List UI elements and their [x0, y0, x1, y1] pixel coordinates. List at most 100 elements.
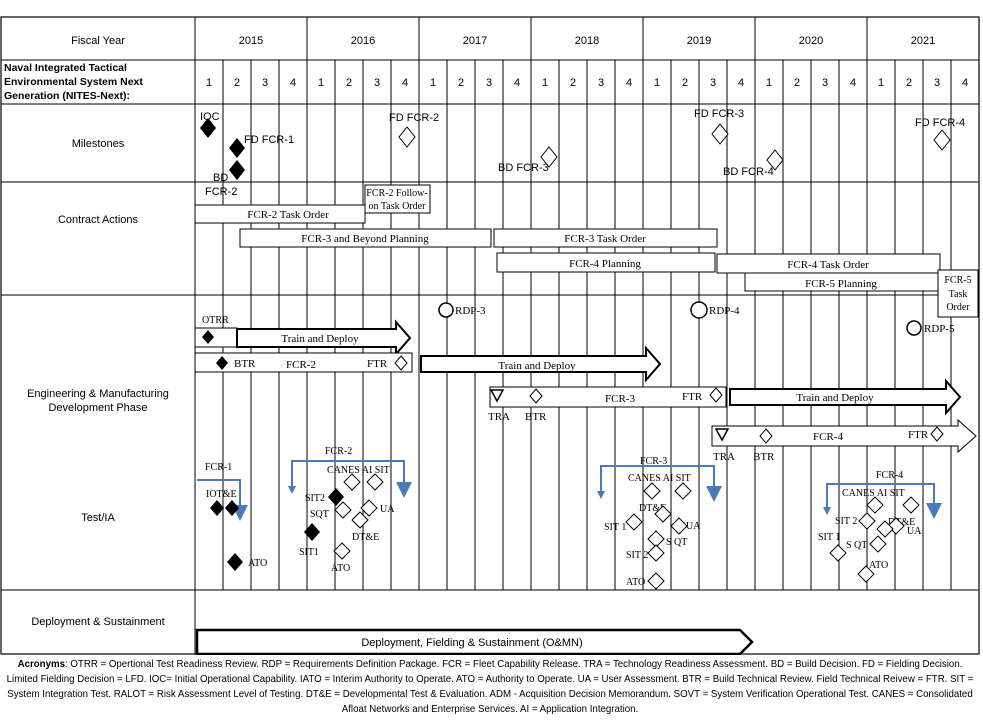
quarter-label: 2 — [234, 77, 240, 89]
year-label: 2021 — [911, 35, 935, 47]
ca-fcr3-beyond-label: FCR-3 and Beyond Planning — [301, 233, 429, 245]
test-fcr4-ua-marker — [876, 520, 894, 538]
test-fcr4-ato-label: ATO — [869, 560, 888, 571]
emd-fcr4-tra-marker — [714, 428, 730, 442]
row-labels: Milestones Contract Actions Engineering … — [27, 138, 169, 628]
test-fcr2-sit1-label: SIT1 — [299, 547, 319, 558]
emd-fcr2-train-deploy-arrow — [236, 319, 412, 357]
milestone-ioc-label: IOC — [200, 111, 220, 123]
milestone-bd-fcr3-label: BD FCR-3 — [498, 162, 549, 174]
ca-fcr5-task-order-line1: FCR-5 — [944, 275, 971, 286]
milestone-bd-fcr4-label: BD FCR-4 — [723, 166, 774, 178]
test-fcr4-canes-marker — [866, 496, 884, 514]
emd-otrr-marker — [202, 330, 214, 344]
emd-fcr3-bar — [489, 386, 727, 408]
ca-fcr5-planning-label: FCR-5 Planning — [805, 278, 877, 290]
ca-fcr4-planning-label: FCR-4 Planning — [569, 258, 641, 270]
emd-fcr2-btr-marker — [216, 356, 228, 370]
test-fcr2-canes-marker — [343, 473, 361, 491]
emd-fcr3-tra-label: TRA — [488, 411, 510, 423]
test-fcr1-ato-marker — [227, 553, 243, 571]
ca-fcr5-task-order-line3: Order — [946, 302, 970, 313]
quarter-label: 1 — [878, 77, 884, 89]
row-label-deployment: Deployment & Sustainment — [31, 616, 164, 628]
emd-fcr4-label: FCR-4 — [813, 431, 843, 443]
quarter-label: 2 — [458, 77, 464, 89]
acronyms-legend: Acronyms: OTRR = Opertional Test Readine… — [4, 657, 976, 719]
grid — [0, 16, 980, 655]
test-fcr2-ato-label: ATO — [331, 563, 350, 574]
emd-fcr4-ftr-label: FTR — [908, 429, 929, 441]
test-fcr4-sit2-marker — [858, 512, 876, 530]
emd-otrr-label: OTRR — [202, 315, 229, 326]
test-fcr3-sit-marker — [674, 482, 692, 500]
test-fcr2-label: FCR-2 — [325, 446, 352, 457]
quarter-label: 1 — [542, 77, 548, 89]
program-label-line3: Generation (NITES-Next): — [4, 90, 130, 102]
quarter-label: 4 — [962, 77, 968, 89]
row-label-emd-line1: Engineering & Manufacturing — [27, 388, 169, 400]
quarter-label: 1 — [654, 77, 660, 89]
test-fcr4-sqt-label: S QT — [846, 540, 867, 551]
test-fcr4-bracket-left-head — [823, 507, 831, 515]
emd-fcr4-train-deploy-label: Train and Deploy — [796, 392, 874, 404]
test-fcr4-bracket — [826, 483, 942, 519]
test-fcr3-bracket-left-head — [597, 491, 605, 499]
ca-fcr2-followon-line1: FCR-2 Follow- — [366, 188, 427, 199]
ca-fcr2-followon-box — [364, 184, 431, 214]
emd-otrr-box — [194, 327, 238, 348]
test-fcr2-bracket-left-head — [288, 486, 296, 494]
test-fcr3-ua-marker — [670, 517, 688, 535]
quarter-label: 3 — [934, 77, 940, 89]
milestone-fd-fcr2-label: FD FCR-2 — [389, 112, 439, 124]
deployment-bar — [195, 628, 754, 655]
test-fcr4-sit1-marker — [829, 544, 847, 562]
milestone-fd-fcr4-label: FD FCR-4 — [915, 117, 965, 129]
test-fcr3-sit1-label: SIT 1 — [604, 522, 626, 533]
ca-fcr2-task-order-label: FCR-2 Task Order — [247, 209, 329, 221]
quarter-label: 4 — [850, 77, 856, 89]
ca-fcr5-task-order-line2: Task — [949, 289, 968, 300]
test-fcr3-canes-ai-sit-label: CANES AI SIT — [628, 473, 691, 484]
year-label: 2016 — [351, 35, 375, 47]
test-fcr2-dte-label: DT&E — [352, 532, 379, 543]
test-fcr1-iote-label: IOT&E — [206, 489, 237, 500]
ca-fcr3-beyond-bar — [239, 228, 492, 248]
quarter-label: 1 — [430, 77, 436, 89]
milestone-fd-fcr1-label: FD FCR-1 — [244, 134, 294, 146]
test-fcr3-sit2-marker — [647, 544, 665, 562]
emd-fcr3-btr-label: BTR — [525, 411, 547, 423]
milestone-bd-marker — [229, 160, 245, 180]
test-fcr4-sit2-label: SIT 2 — [835, 516, 857, 527]
test-fcr4-canes-ai-sit-label: CANES AI SIT — [842, 488, 905, 499]
emd-fcr2-bar — [194, 352, 413, 373]
ca-fcr2-label: FCR-2 — [205, 186, 237, 198]
emd-fcr2-ftr-label: FTR — [367, 358, 388, 370]
quarter-gridlines — [222, 60, 952, 590]
test-fcr2-sit2-marker — [328, 488, 344, 506]
emd-rdp3-label: RDP-3 — [455, 305, 486, 317]
acronyms-title: Acronyms — [17, 659, 65, 670]
quarter-label: 2 — [682, 77, 688, 89]
test-fcr2-sit1-marker — [304, 523, 320, 541]
ca-fcr5-task-order-box — [937, 269, 979, 318]
test-fcr3-sqt-label: S QT — [666, 537, 687, 548]
year-label: 2017 — [463, 35, 487, 47]
test-fcr1-bracket — [197, 479, 248, 521]
test-fcr1-label: FCR-1 — [205, 462, 232, 473]
emd-fcr2-train-deploy-label: Train and Deploy — [281, 333, 359, 345]
quarter-label: 3 — [486, 77, 492, 89]
test-fcr1-iote-marker-b — [225, 500, 239, 516]
ca-fcr2-followon-line2: on Task Order — [369, 201, 427, 212]
emd-fcr3-ftr-label: FTR — [682, 391, 703, 403]
test-fcr1-iote-marker-a — [210, 500, 224, 516]
year-label: 2015 — [239, 35, 263, 47]
row-label-milestones: Milestones — [72, 138, 125, 150]
deployment-bar-label: Deployment, Fielding & Sustainment (O&MN… — [361, 637, 582, 649]
test-fcr2-sqt-label: SQT — [310, 509, 329, 520]
milestones-row: IOC FD FCR-1 BD FD FCR-2 BD FCR-3 FD FCR… — [200, 108, 965, 184]
emd-rdp5-marker — [906, 320, 922, 336]
quarter-label: 4 — [738, 77, 744, 89]
milestone-fd-fcr1-marker — [229, 138, 245, 158]
